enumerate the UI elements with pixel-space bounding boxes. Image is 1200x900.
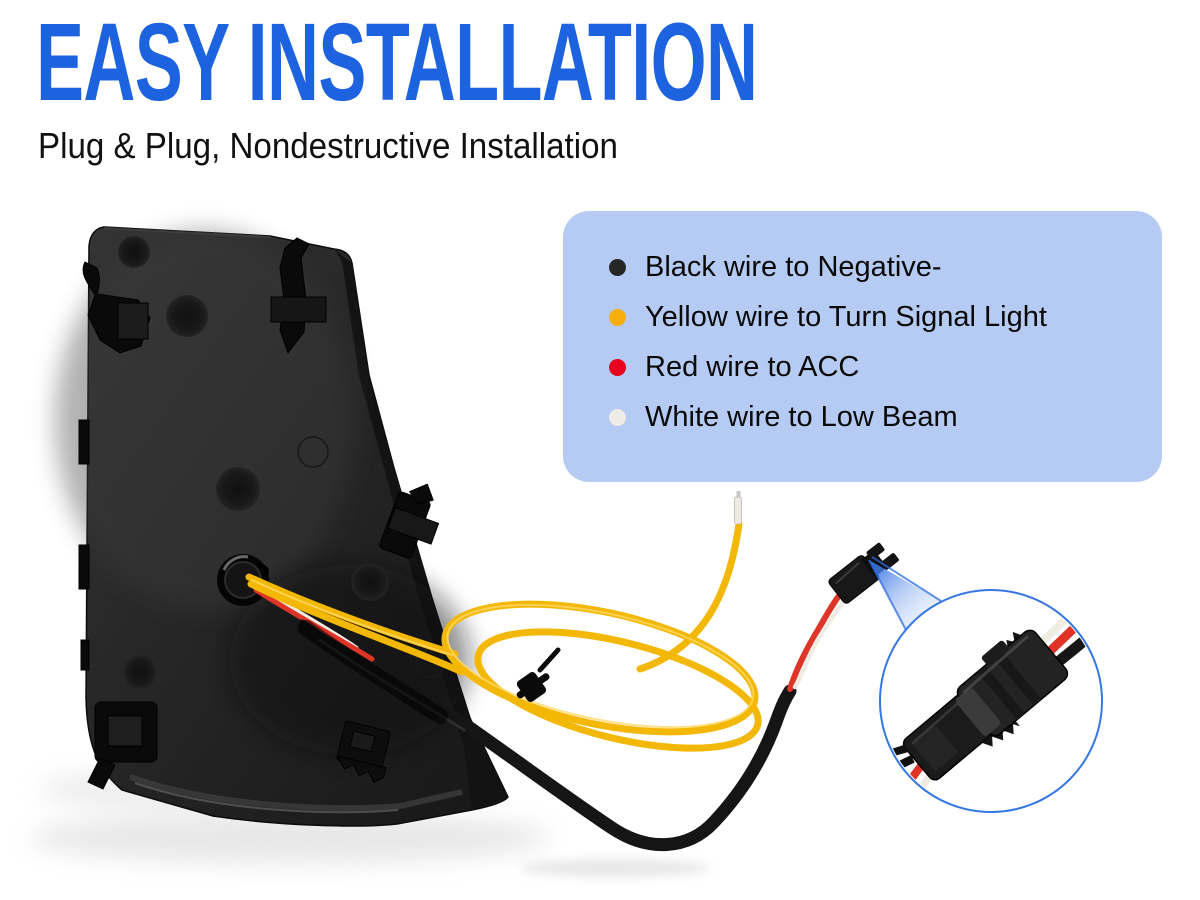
page-title: EASY INSTALLATION — [36, 1, 758, 124]
legend-label: Yellow wire to Turn Signal Light — [645, 300, 1047, 333]
page-subtitle: Plug & Plug, Nondestructive Installation — [38, 125, 618, 166]
black-wire-dot-icon — [609, 258, 626, 276]
legend-label: Black wire to Negative- — [645, 250, 942, 283]
red-wire-dot-icon — [609, 358, 626, 376]
legend-label: Red wire to ACC — [645, 350, 860, 383]
housing-side-wall — [334, 249, 508, 810]
legend-label: White wire to Low Beam — [645, 400, 958, 433]
wiring-legend-panel: Black wire to Negative- Yellow wire to T… — [563, 211, 1162, 482]
zip-tie — [516, 647, 561, 702]
yellow-wires — [245, 520, 762, 752]
pigtail-red — [787, 590, 844, 692]
lamp-housing — [55, 226, 509, 827]
legend-row-red: Red wire to ACC — [609, 350, 1142, 384]
wire-terminal-pin — [734, 491, 742, 525]
legend-row-yellow: Yellow wire to Turn Signal Light — [609, 300, 1142, 334]
mounting-clips — [78, 237, 440, 790]
pigtail-white — [792, 596, 849, 690]
legend-row-white: White wire to Low Beam — [609, 400, 1142, 434]
yellow-wire-dot-icon — [609, 308, 626, 326]
wiring-harness — [245, 491, 899, 851]
white-wire-dot-icon — [609, 408, 626, 426]
legend-row-black: Black wire to Negative- — [609, 250, 1142, 284]
wire-grommet — [217, 554, 269, 606]
zoom-callout — [868, 556, 1103, 813]
yellow-wire-highlights — [251, 579, 755, 729]
